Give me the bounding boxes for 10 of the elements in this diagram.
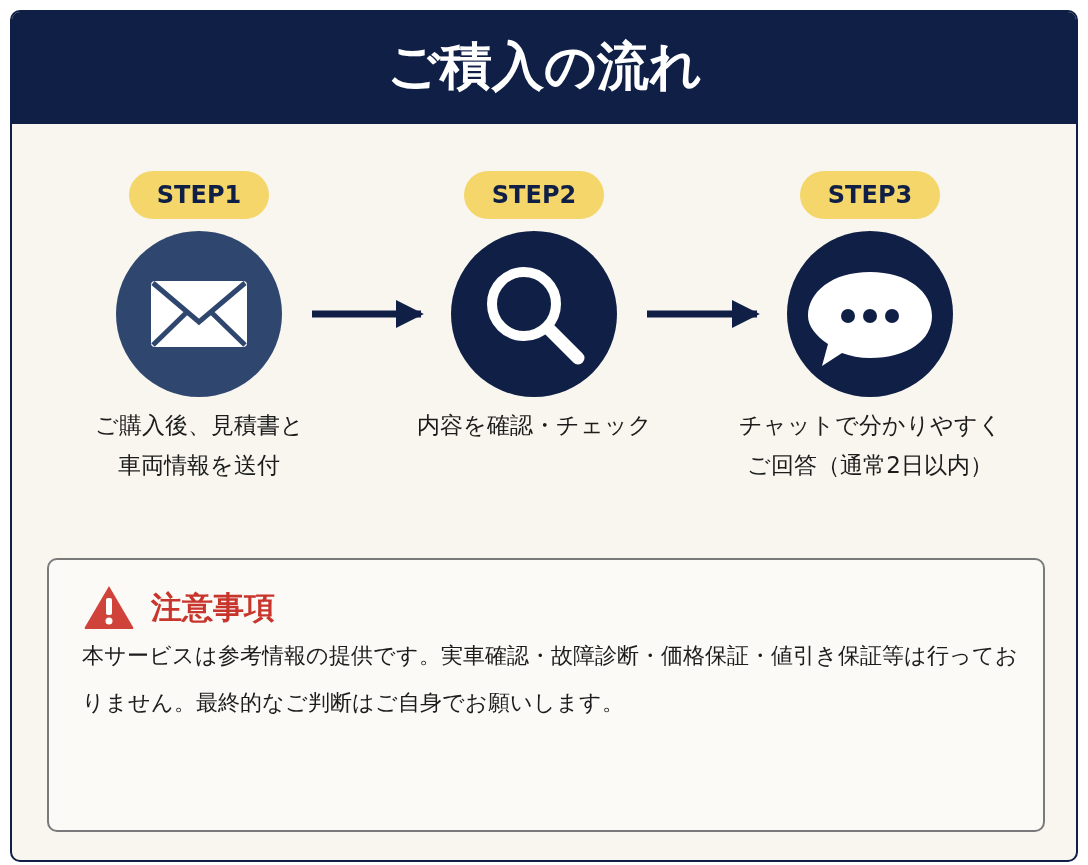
step-caption: チャットで分かりやすくご回答（通常2日以内） [738,411,1002,480]
step-badge: STEP3 [800,171,940,219]
title: ご積入の流れ [385,35,703,98]
step-badge: STEP2 [464,171,604,219]
step-badge: STEP1 [129,171,269,219]
step-caption: 内容を確認・チェック [415,411,653,440]
notice-text: 本サービスは参考情報の提供です。実車確認・故障診断・価格保証・値引き保証等は行っておりません。最終的なご判断はご自身でお願いします。 [82,642,1019,717]
notice-box [47,558,1045,832]
step-caption: ご購入後、見積書と車両情報を送付 [93,411,305,480]
notice-heading: 注意事項 [151,588,275,627]
